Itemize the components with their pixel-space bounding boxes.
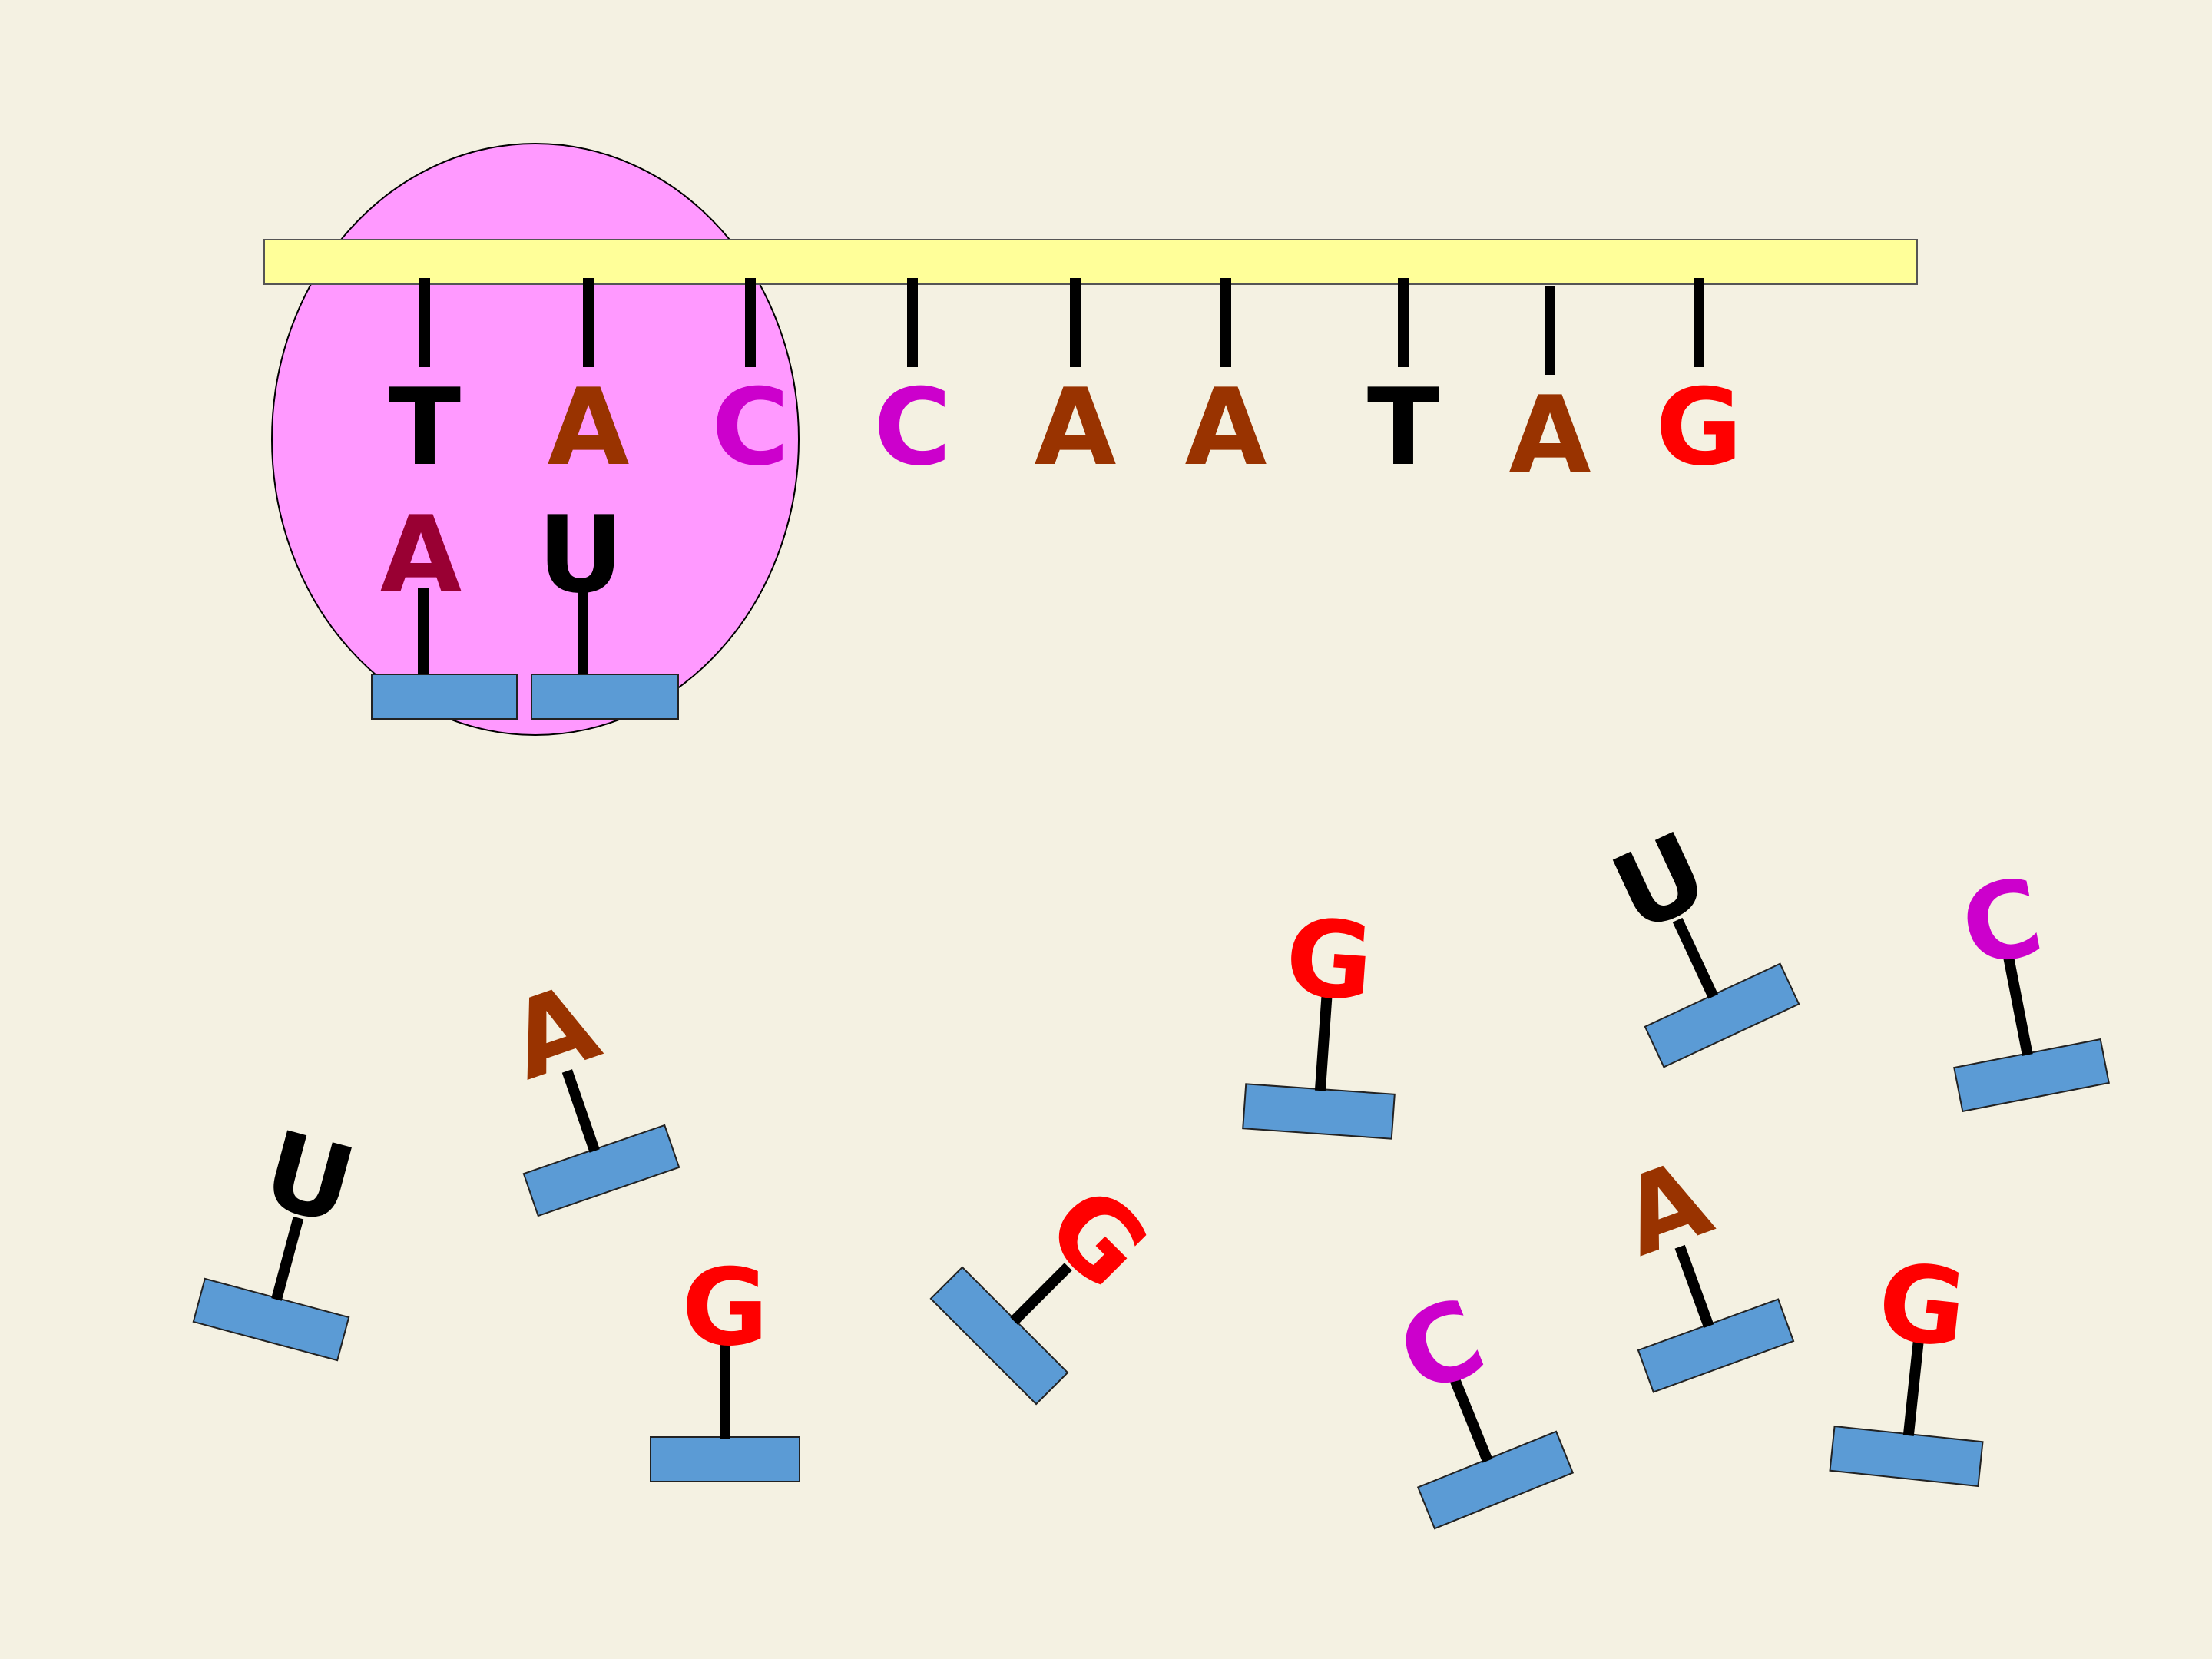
trna-paired: U (531, 493, 679, 720)
strand-base-letter: A (1185, 366, 1267, 489)
trna-stick (561, 1069, 600, 1153)
strand-base: A (548, 278, 630, 489)
strand-base-letter: C (711, 366, 789, 489)
strand-base-letter: T (1367, 366, 1439, 489)
trna-body (1637, 1298, 1795, 1393)
trna-base-letter: G (1282, 896, 1377, 1025)
trna-body (1644, 962, 1800, 1068)
strand-base-letter: A (1035, 366, 1117, 489)
trna-stick (1314, 995, 1333, 1091)
trna-stick (1450, 1378, 1493, 1463)
trna-body (531, 674, 679, 720)
trna-free: G (650, 1246, 800, 1482)
trna-base-letter: U (1595, 809, 1726, 957)
trna-base-letter: C (1952, 855, 2051, 991)
trna-free: G (1829, 1240, 1984, 1488)
trna-body (522, 1124, 680, 1217)
trna-stick (2002, 953, 2033, 1056)
trna-stick (1672, 917, 1718, 999)
strand-bases: T A C C A A T A (389, 278, 1743, 497)
trna-base-letter: G (1873, 1240, 1972, 1372)
strand-base: C (711, 278, 790, 489)
strand-base: C (873, 278, 952, 489)
trna-free: G (1242, 896, 1396, 1140)
trna-stick (1674, 1244, 1714, 1329)
trna-free: U (1595, 809, 1800, 1068)
trna-stick (1010, 1263, 1072, 1325)
strand-base: T (389, 278, 461, 489)
trna-base-letter: A (495, 960, 613, 1104)
ribosome (271, 143, 800, 736)
strand-base: A (1185, 278, 1267, 489)
trna-base-letter: U (251, 1108, 366, 1250)
strand-base: A (1035, 278, 1117, 489)
strand-base: T (1367, 278, 1439, 489)
free-trnas: U A G G G U C (192, 809, 2110, 1530)
trna-body (650, 1436, 800, 1482)
strand-base-letter: A (1509, 373, 1591, 497)
trna-body (1416, 1430, 1575, 1530)
trna-base-letter: G (681, 1246, 768, 1369)
trna-free: A (1606, 1136, 1795, 1393)
strand-base: A (1509, 286, 1591, 497)
paired-trnas: A U (371, 493, 679, 720)
trna-free: A (495, 960, 680, 1217)
strand-base-letter: G (1655, 366, 1742, 489)
trna-base-letter: A (1606, 1136, 1726, 1280)
strand-base-letter: A (548, 366, 630, 489)
trna-body (1242, 1083, 1396, 1140)
trna-body (371, 674, 518, 720)
trna-base-letter: C (1382, 1275, 1501, 1419)
trna-paired: A (371, 493, 518, 720)
strand-base: G (1655, 278, 1743, 489)
trna-free: G (929, 1163, 1172, 1406)
trna-free: U (192, 1108, 366, 1362)
trna-stick (1902, 1341, 1924, 1436)
trna-free: C (1952, 855, 2110, 1113)
strand-bar (263, 239, 1918, 285)
strand-base-letter: C (873, 366, 951, 489)
strand-base-letter: T (389, 366, 461, 489)
trna-stick (271, 1216, 304, 1301)
trna-free: C (1382, 1275, 1575, 1530)
trna-body (192, 1277, 350, 1362)
